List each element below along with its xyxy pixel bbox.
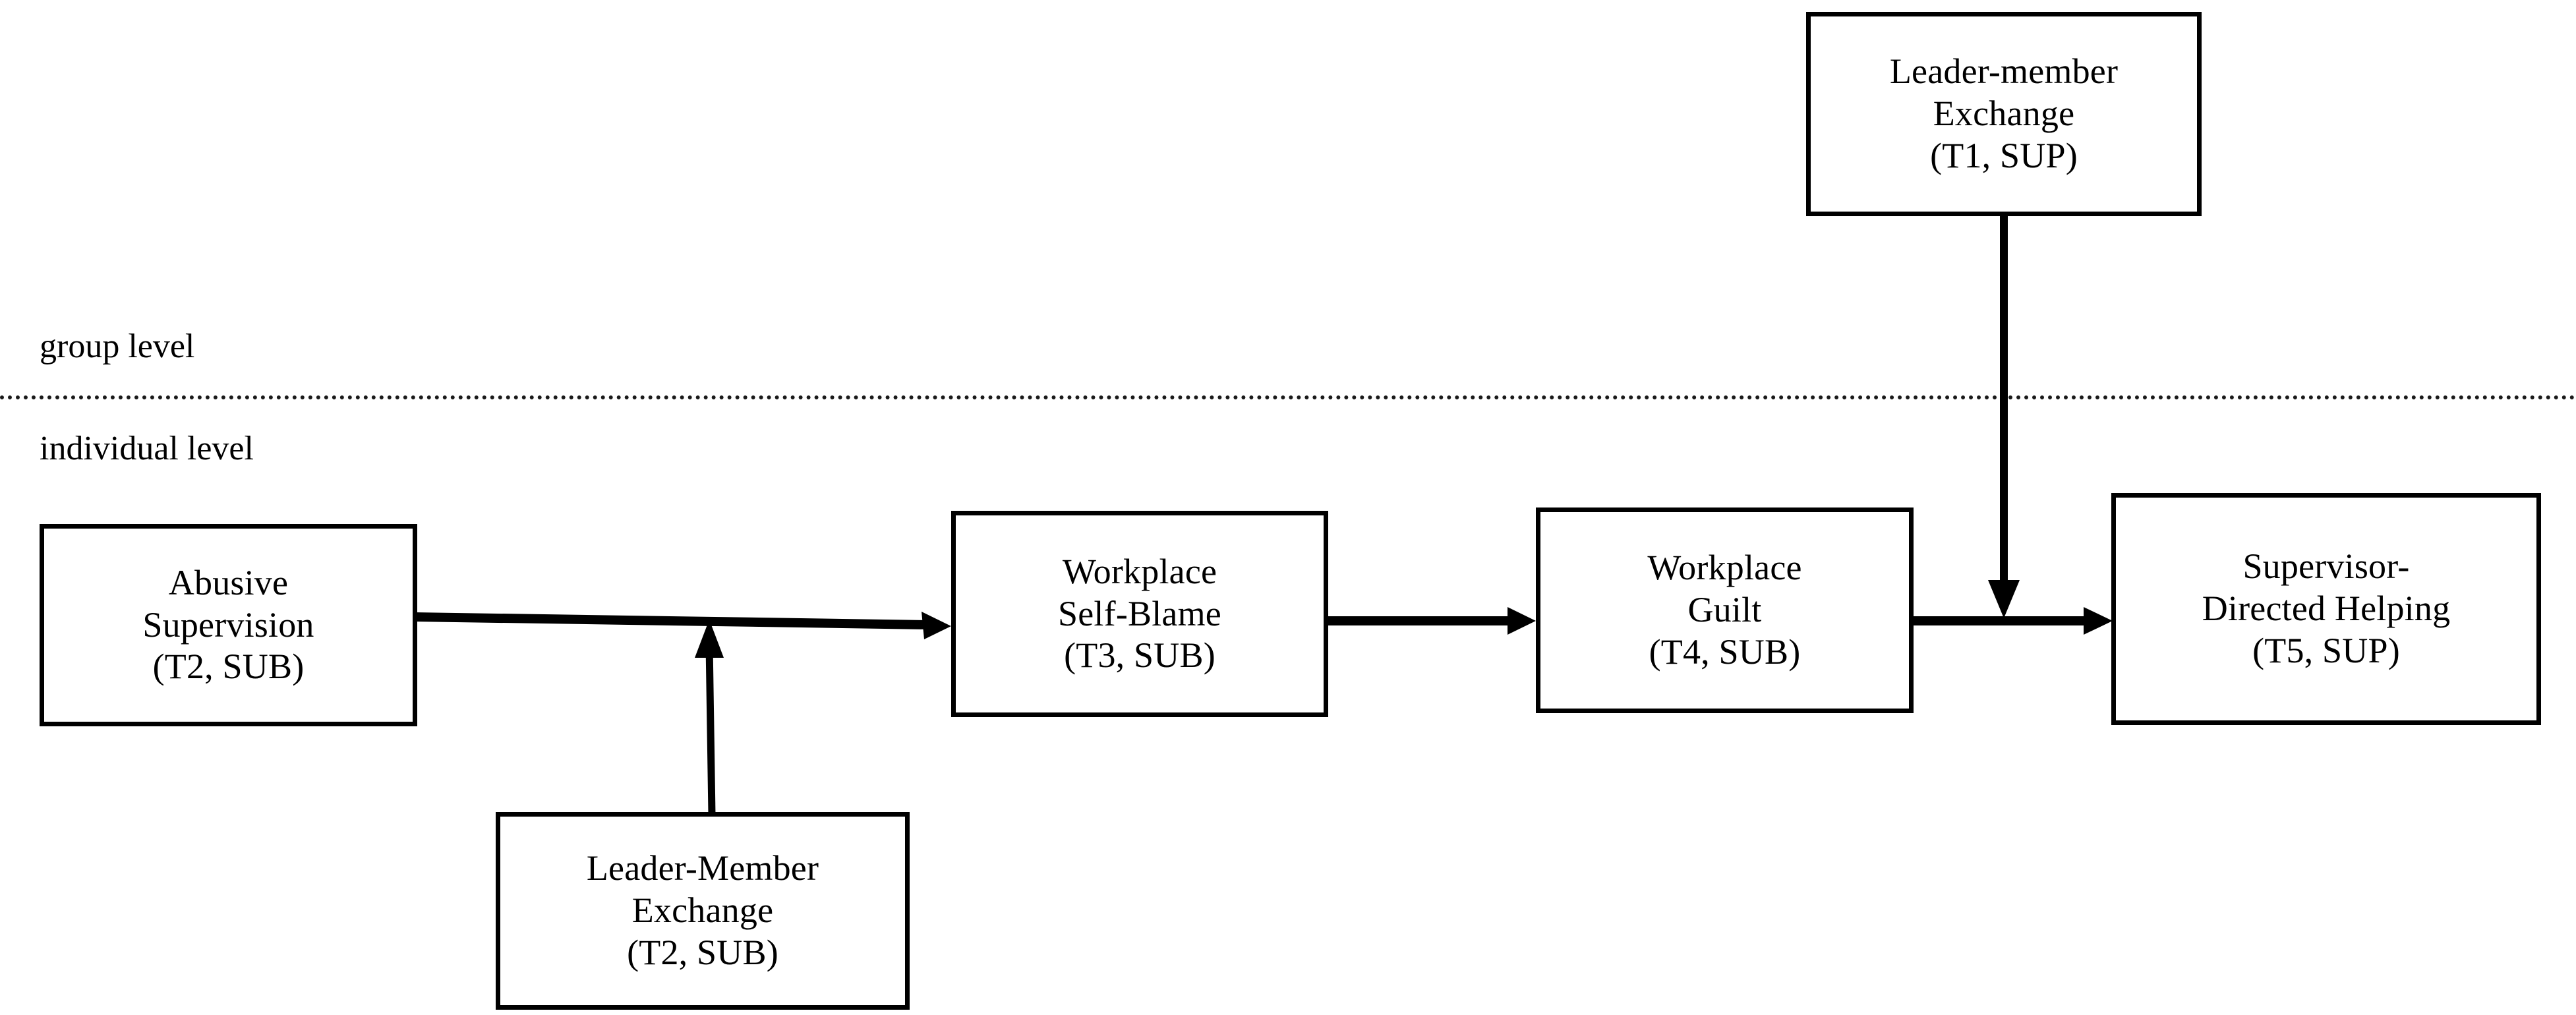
- level-divider: [0, 395, 2576, 399]
- node-supervisor-directed-helping-line-2: Directed Helping: [2202, 589, 2451, 629]
- node-workplace-self-blame-line-1: Workplace: [1062, 551, 1217, 591]
- level-label-individual: individual level: [40, 430, 254, 467]
- node-lmx-t2-line-3: (T2, SUB): [627, 932, 778, 972]
- node-supervisor-directed-helping-line-1: Supervisor-: [2242, 546, 2410, 587]
- node-abusive-supervision-line-1: Abusive: [168, 562, 289, 602]
- edge-workplace-self-blame-to-workplace-guilt: [1322, 593, 1549, 672]
- node-abusive-supervision: Abusive Supervision (T2, SUB): [40, 524, 417, 726]
- node-lmx-t1-line-3: (T1, SUP): [1930, 135, 2078, 175]
- node-lmx-t1: Leader-member Exchange (T1, SUP): [1806, 12, 2202, 216]
- edge-workplace-guilt-to-supervisor-directed-helping: [1907, 593, 2124, 672]
- node-workplace-guilt-line-3: (T4, SUB): [1649, 631, 1801, 672]
- node-lmx-t1-line-2: Exchange: [1933, 94, 2075, 134]
- node-abusive-supervision-line-3: (T2, SUB): [152, 647, 305, 687]
- node-lmx-t2: Leader-Member Exchange (T2, SUB): [496, 812, 910, 1010]
- node-workplace-guilt: Workplace Guilt (T4, SUB): [1536, 508, 1914, 713]
- node-workplace-guilt-line-2: Guilt: [1687, 590, 1762, 630]
- node-supervisor-directed-helping-line-3: (T5, SUP): [2252, 630, 2400, 670]
- edge-lmx-t1-moderation-arrow: [1977, 211, 2070, 626]
- node-workplace-guilt-line-1: Workplace: [1647, 548, 1802, 588]
- node-lmx-t2-line-1: Leader-Member: [586, 848, 819, 888]
- edge-abusive-supervision-to-workplace-self-blame: [409, 587, 962, 679]
- node-lmx-t1-line-1: Leader-member: [1889, 51, 2119, 92]
- node-workplace-self-blame-line-3: (T3, SUB): [1064, 635, 1215, 676]
- node-supervisor-directed-helping: Supervisor- Directed Helping (T5, SUP): [2111, 493, 2541, 725]
- node-workplace-self-blame-line-2: Self-Blame: [1058, 593, 1221, 633]
- node-lmx-t2-line-2: Exchange: [631, 890, 774, 931]
- edge-lmx-t2-moderation-arrow: [666, 606, 758, 817]
- node-workplace-self-blame: Workplace Self-Blame (T3, SUB): [951, 511, 1328, 717]
- node-abusive-supervision-line-2: Supervision: [142, 604, 314, 645]
- level-label-group: group level: [40, 328, 195, 365]
